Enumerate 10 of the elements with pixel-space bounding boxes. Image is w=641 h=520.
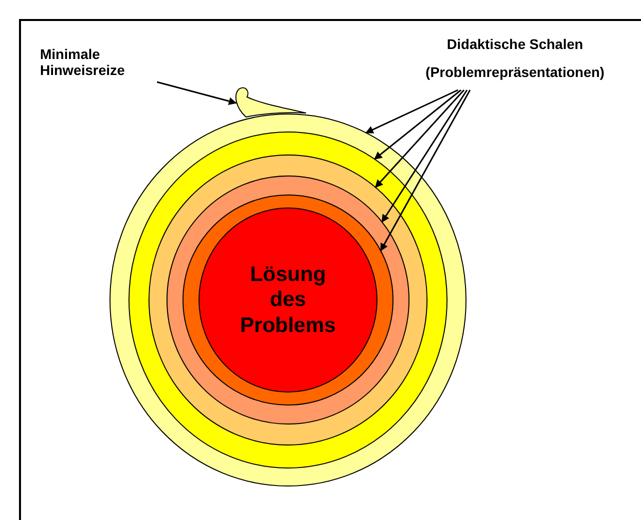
annotation-label: (Problemrepräsentationen) xyxy=(426,64,604,80)
heading-label: Didaktische Schalen xyxy=(446,36,584,52)
arrow xyxy=(380,90,471,252)
arrow xyxy=(374,89,462,160)
core-label: Lösung des Problems xyxy=(239,262,337,338)
arrow xyxy=(381,90,468,223)
annotation-label: Minimale Hinweisreize xyxy=(40,46,126,78)
arrow xyxy=(156,81,237,106)
arrow xyxy=(374,90,465,188)
arrow xyxy=(365,89,458,134)
